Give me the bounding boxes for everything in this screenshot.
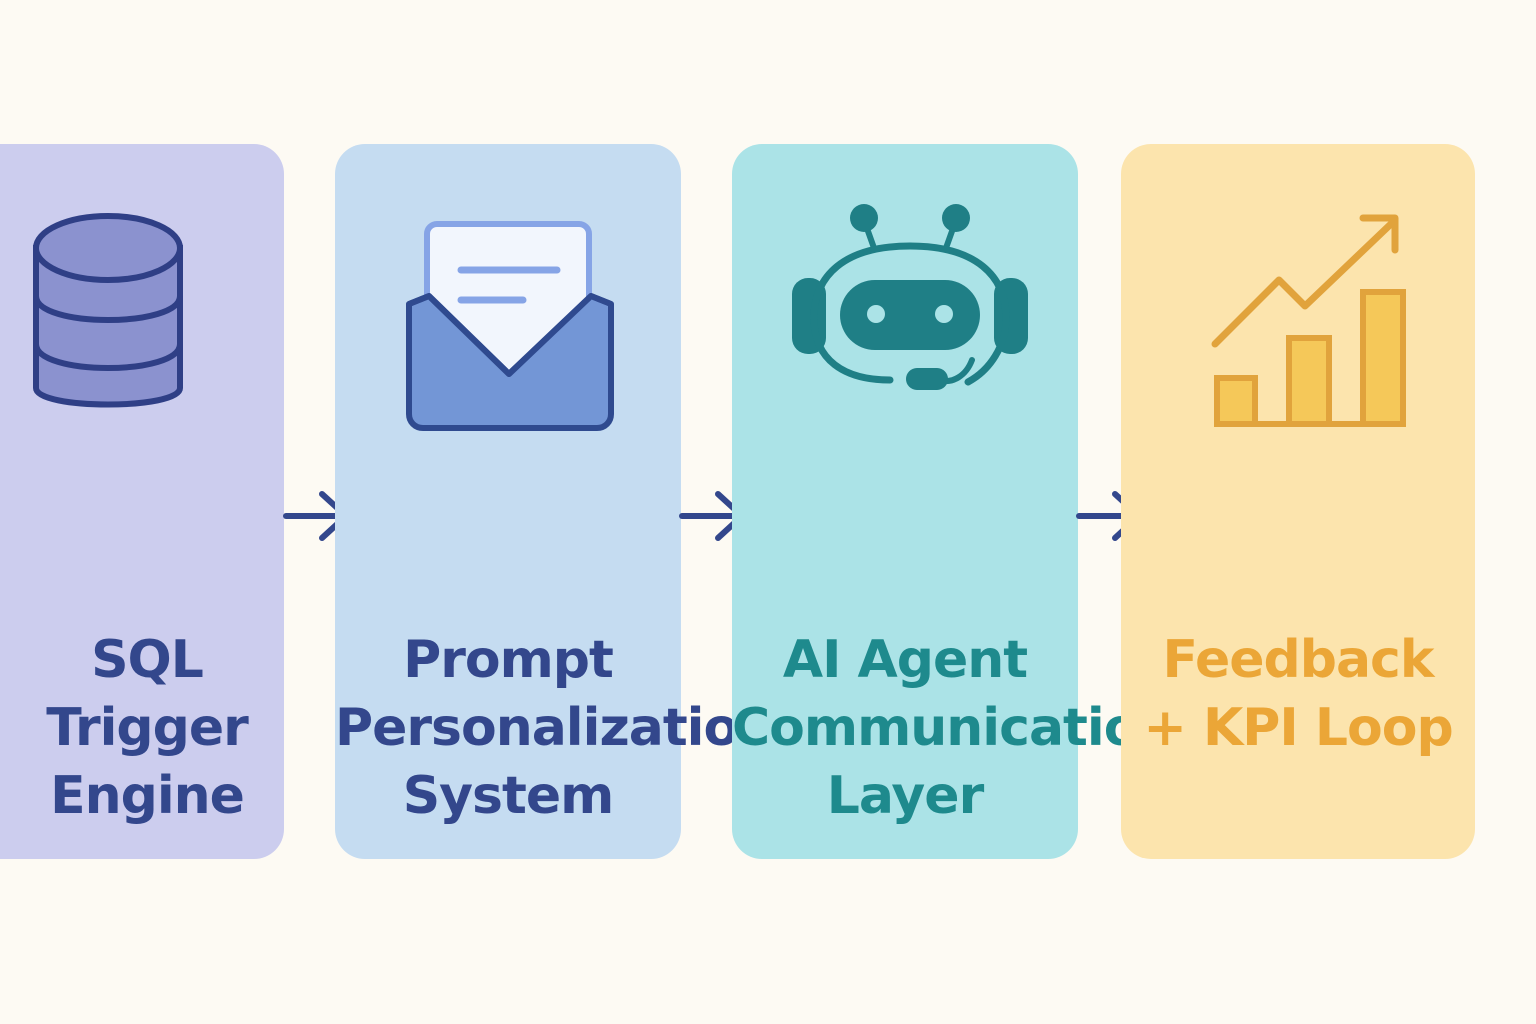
stage-label-line: Feedback xyxy=(1162,630,1435,690)
stage-label: AI Agent Communication Layer xyxy=(732,626,1175,830)
stage-sql-trigger-engine: SQL Trigger Engine xyxy=(0,144,284,859)
stage-label: SQL Trigger Engine xyxy=(0,626,284,830)
stage-label-line: Layer xyxy=(826,766,984,826)
stage-label-line: Communication xyxy=(732,698,1175,758)
stage-label-line: Personalization xyxy=(335,698,775,758)
stage-label-line: Trigger xyxy=(46,698,249,758)
stage-prompt-personalization-system: Prompt Personalization System xyxy=(335,144,775,859)
envelope-icon xyxy=(406,221,614,431)
stage-label-line: Engine xyxy=(50,766,245,826)
growth-chart-icon xyxy=(1211,214,1406,427)
stage-label-line: Prompt xyxy=(403,630,614,690)
stage-label-line: System xyxy=(402,766,615,826)
stage-label: Feedback + KPI Loop xyxy=(1121,626,1475,762)
stage-label-line: AI Agent xyxy=(782,630,1028,690)
stage-label: Prompt Personalization System xyxy=(335,626,775,830)
database-icon xyxy=(33,213,183,408)
robot-headset-icon xyxy=(792,204,1028,390)
stage-label-line: SQL xyxy=(91,630,204,690)
stage-feedback-kpi-loop: Feedback + KPI Loop xyxy=(1121,144,1475,859)
stage-ai-agent-communication-layer: AI Agent Communication Layer xyxy=(732,144,1175,859)
stage-label-line: + KPI Loop xyxy=(1143,698,1453,758)
